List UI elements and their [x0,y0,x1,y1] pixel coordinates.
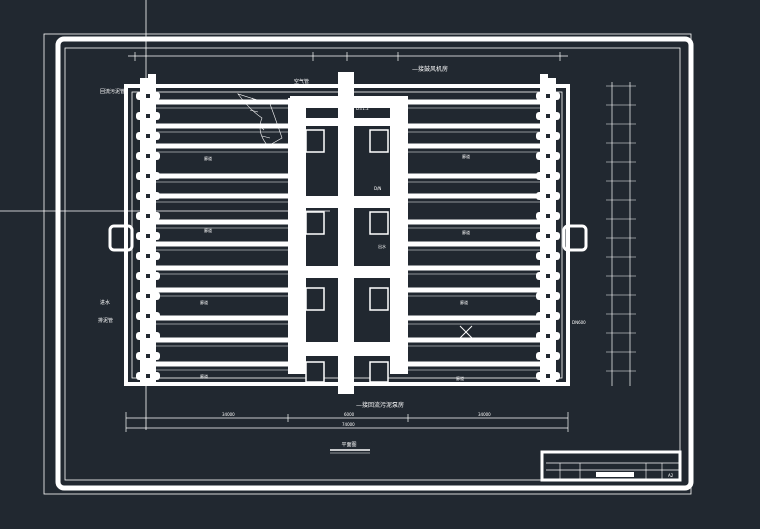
pipe-right [408,337,540,343]
drawing-title: 平面图 [341,442,356,448]
zone-label: 廊道 [462,153,470,159]
flange-hole-right [546,374,550,378]
x-marker [459,325,473,339]
flange-hole-left [146,294,150,298]
frame-border [55,36,694,491]
hatched-area [237,93,283,147]
label-dn: DN600 [572,320,586,325]
flange-hole-right [546,254,550,258]
flange-hole-left [146,234,150,238]
pipe-left [156,99,290,105]
label-sludge-pipe: 排泥管 [98,317,113,324]
flange-hole-left [146,134,150,138]
flange-hole-left [146,114,150,118]
bottom-note: —接回流污泥泵房 [356,401,404,409]
pipe-left [156,287,290,293]
zone-label: 廊道 [204,155,212,161]
flange-hole-right [546,154,550,158]
total-dimension: 74000 [342,422,355,427]
zone-label: 廊道 [462,229,470,235]
manifold-flanges [136,92,560,380]
pipe-left [156,337,290,343]
flange-hole-left [146,274,150,278]
pipe-left [156,361,290,367]
right-dimension-chain [611,82,631,386]
flange-hole-right [546,114,550,118]
pipe-left [156,315,290,321]
pipe-left [156,219,290,225]
label-diameter: D=1.2 [356,106,369,111]
pipe-left [156,265,290,271]
zone-label: 廊道 [456,375,464,381]
pipe-left [156,173,290,179]
flange-hole-left [146,314,150,318]
label-outlet: 出水 [378,243,386,249]
flange-hole-left [146,374,150,378]
flange-hole-right [546,94,550,98]
pipe-right [408,173,540,179]
inner-frame-border [64,47,681,481]
pipe-left [156,193,290,199]
zone-label: 廊道 [460,299,468,305]
pipe-right [408,361,540,367]
flange-hole-left [146,334,150,338]
label-inlet: 进水 [100,299,110,306]
pipe-right [408,219,540,225]
flange-hole-left [146,354,150,358]
flange-hole-right [546,274,550,278]
flange-hole-right [546,234,550,238]
pipe-left [156,241,290,247]
zone-label: 廊道 [200,373,208,379]
flange-hole-right [546,174,550,178]
central-channel [288,72,408,394]
flange-hole-right [546,214,550,218]
pipe-left [156,123,290,129]
flange-hole-left [146,94,150,98]
channel-dark-boxes [305,129,389,383]
flange-hole-right [546,194,550,198]
right-inlet [562,224,588,252]
label-air-pipe: 空气管 [294,78,309,85]
top-note: —接鼓风机房 [412,65,448,73]
pipe-right [408,123,540,129]
label-return-sludge: 回流污泥管 [100,88,125,95]
title-block [540,450,682,482]
left-inlet [108,224,134,252]
pipe-right [408,315,540,321]
flange-hole-right [546,294,550,298]
flange-hole-left [146,154,150,158]
flange-hole-left [146,254,150,258]
pipe-right [408,143,540,149]
flange-hole-left [146,194,150,198]
title-block-caption: A2 [668,473,674,478]
flange-hole-right [546,314,550,318]
flange-hole-right [546,354,550,358]
right-dimension-ticks [606,85,636,372]
pipe-right [408,193,540,199]
flange-hole-left [146,174,150,178]
bottom-dimension-lines [125,412,569,432]
bottom-dim-left: 34000 [222,412,235,417]
pipe-left [156,143,290,149]
aeration-pipes [156,99,540,371]
pipe-right [408,99,540,105]
bottom-dim-mid: 6000 [344,412,355,417]
bottom-dim-right: 34000 [478,412,491,417]
pipe-right [408,265,540,271]
top-dimension-line [128,52,568,61]
label-dn-small: D/N [374,186,381,191]
flange-hole-left [146,214,150,218]
flange-hole-right [546,334,550,338]
pipe-right [408,241,540,247]
pipe-right [408,287,540,293]
flange-hole-right [546,134,550,138]
zone-label: 廊道 [204,227,212,233]
zone-label: 廊道 [200,299,208,305]
